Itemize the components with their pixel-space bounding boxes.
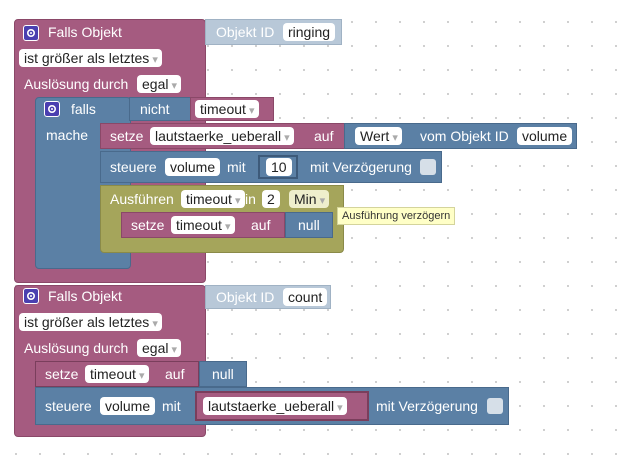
condition-dropdown[interactable]: ist größer als letztes bbox=[19, 49, 162, 67]
set-label: setze bbox=[45, 366, 79, 382]
not-block[interactable] bbox=[129, 97, 193, 121]
delay-label: mit Verzögerung bbox=[310, 159, 412, 175]
if-label: falls bbox=[71, 101, 96, 117]
delay-checkbox[interactable] bbox=[420, 159, 436, 175]
timeout-unit-dropdown[interactable]: Min bbox=[289, 190, 330, 208]
null-block[interactable] bbox=[199, 361, 247, 387]
do-label: mache bbox=[46, 127, 89, 143]
gear-icon[interactable] bbox=[23, 25, 39, 41]
execute-label: Ausführen bbox=[110, 191, 174, 207]
with-label: mit bbox=[227, 159, 246, 175]
to-label: auf bbox=[165, 366, 185, 382]
variable-dropdown-timeout[interactable]: timeout bbox=[85, 365, 149, 383]
object-id-value[interactable]: ringing bbox=[283, 23, 336, 41]
null-label: null bbox=[298, 217, 320, 233]
trigger-dropdown[interactable]: egal bbox=[137, 339, 182, 357]
trigger-label: Auslösung durch bbox=[24, 340, 129, 356]
set-label: setze bbox=[110, 128, 144, 144]
object-id-label: Objekt ID bbox=[216, 289, 275, 305]
inner-to-label: auf bbox=[251, 217, 271, 233]
object-id-field-volume[interactable]: volume bbox=[517, 127, 573, 145]
delay-label: mit Verzögerung bbox=[376, 398, 478, 414]
number-field[interactable]: 10 bbox=[266, 158, 292, 176]
condition-dropdown[interactable]: ist größer als letztes bbox=[19, 313, 162, 331]
control-target-field[interactable]: volume bbox=[100, 397, 156, 415]
timeout-amount-field[interactable]: 2 bbox=[262, 190, 280, 208]
event-header-label: Falls Objekt bbox=[48, 24, 122, 40]
control-label: steuere bbox=[110, 159, 157, 175]
not-label: nicht bbox=[140, 101, 170, 117]
variable-dropdown-timeout[interactable]: timeout bbox=[195, 100, 259, 118]
trigger-label: Auslösung durch bbox=[24, 76, 129, 92]
gear-icon[interactable] bbox=[23, 288, 39, 304]
null-block[interactable] bbox=[285, 212, 333, 238]
tooltip: Ausführung verzögern bbox=[337, 207, 456, 225]
in-label: in bbox=[245, 191, 256, 207]
event-header-label: Falls Objekt bbox=[48, 288, 122, 304]
control-target-field[interactable]: volume bbox=[165, 158, 221, 176]
variable-dropdown-lautstaerke[interactable]: lautstaerke_ueberall bbox=[203, 397, 347, 415]
object-id-value[interactable]: count bbox=[283, 288, 328, 306]
inner-var-dropdown[interactable]: timeout bbox=[171, 216, 235, 234]
timeout-var-dropdown[interactable]: timeout bbox=[181, 190, 245, 208]
object-id-label: Objekt ID bbox=[216, 24, 275, 40]
variable-dropdown-lautstaerke[interactable]: lautstaerke_ueberall bbox=[150, 127, 294, 145]
control-label: steuere bbox=[45, 398, 92, 414]
with-label: mit bbox=[162, 398, 181, 414]
inner-set-label: setze bbox=[131, 217, 165, 233]
to-label: auf bbox=[314, 128, 334, 144]
from-object-label: vom Objekt ID bbox=[420, 128, 509, 144]
gear-icon[interactable] bbox=[44, 101, 60, 117]
delay-checkbox[interactable] bbox=[487, 398, 503, 414]
trigger-dropdown[interactable]: egal bbox=[137, 75, 182, 93]
value-type-dropdown[interactable]: Wert bbox=[355, 127, 402, 145]
null-label: null bbox=[212, 366, 234, 382]
